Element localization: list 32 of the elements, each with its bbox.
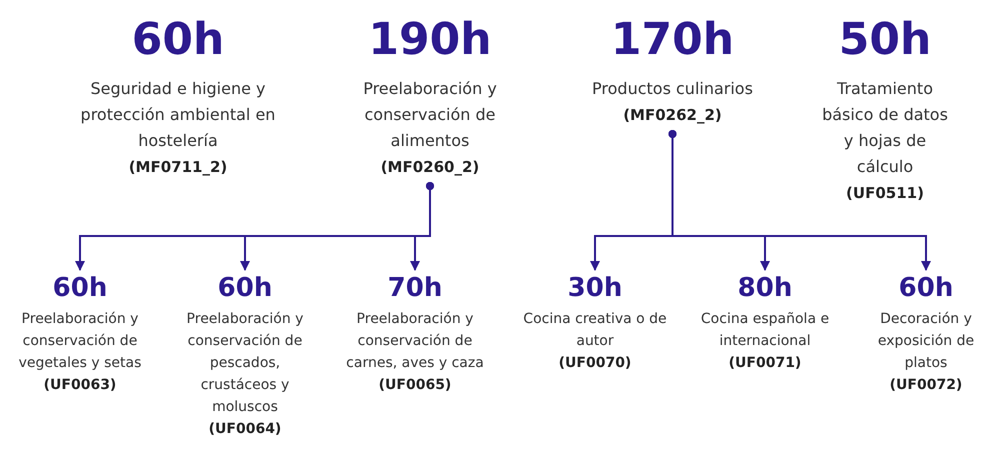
course-title: Preelaboración y conservación de vegetales y setas (18, 310, 142, 373)
course-title: Preelaboración y conservación de pescados, crustáceos y moluscos (186, 310, 304, 417)
course-title: Cocina española e internacional (700, 310, 830, 351)
course-title: Preelaboración y conservación de alimentos (362, 78, 498, 152)
course-code: (UF0063) (44, 376, 116, 395)
course-code: (MF0260_2) (380, 157, 480, 178)
course-title: Tratamiento básico de datos y hojas de cálculo (821, 78, 949, 178)
course-title: Productos culinarios (591, 78, 754, 100)
hours-label: 60h (218, 272, 272, 304)
course-title: Preelaboración y conservación de carnes, aves y caza (345, 310, 485, 373)
course-code: (UF0065) (378, 376, 452, 395)
course-code: (UF0070) (558, 354, 632, 373)
course-title: Cocina creativa o de autor (522, 310, 668, 351)
hours-label: 50h (838, 13, 932, 67)
course-code: (MF0711_2) (128, 157, 228, 178)
course-code: (MF0262_2) (623, 105, 722, 126)
course-title: Seguridad e higiene y protección ambiental en hostelería (80, 78, 276, 152)
hours-label: 60h (52, 272, 108, 304)
hours-label: 70h (388, 272, 442, 304)
course-code: (UF0511) (846, 183, 924, 204)
arrow (668, 130, 931, 271)
course-title: Decoración y exposición de platos (876, 310, 976, 373)
hours-label: 190h (368, 13, 492, 67)
course-code: (UF0071) (728, 354, 802, 373)
hours-label: 80h (738, 272, 792, 304)
hours-label: 60h (898, 272, 954, 304)
arrow (410, 182, 434, 271)
hours-label: 30h (568, 272, 622, 304)
hours-label: 170h (610, 13, 734, 67)
course-code: (UF0072) (890, 376, 962, 395)
hours-label: 60h (132, 13, 224, 67)
course-code: (UF0064) (208, 420, 282, 439)
